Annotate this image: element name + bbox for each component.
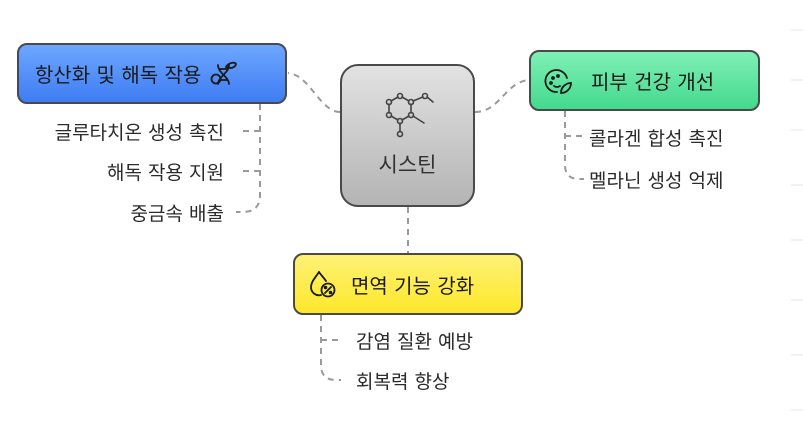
skin-label: 피부 건강 개선 <box>591 70 715 94</box>
skin-leaf-1: 콜라겐 합성 촉진 <box>589 128 724 150</box>
detox-leaf-1: 글루타치온 생성 촉진 <box>54 122 224 144</box>
edge-ticks <box>791 29 803 411</box>
dna-leaf-icon <box>209 59 239 89</box>
immune-leaf-1: 감염 질환 예방 <box>356 331 473 353</box>
skin-leaf-2: 멜라닌 생성 억제 <box>589 170 724 192</box>
immune-label: 면역 기능 강화 <box>351 273 475 298</box>
molecule-icon <box>380 92 436 143</box>
center-node[interactable]: 시스틴 <box>340 64 475 207</box>
skin-face-icon <box>543 66 573 96</box>
skin-node[interactable]: 피부 건강 개선 <box>529 50 760 111</box>
detox-leaf-2: 해독 작용 지원 <box>107 162 224 184</box>
detox-node[interactable]: 항산화 및 해독 작용 <box>17 43 287 104</box>
drop-percent-icon <box>307 269 337 299</box>
immune-node[interactable]: 면역 기능 강화 <box>293 253 523 315</box>
detox-leaf-3: 중금속 배출 <box>130 203 224 225</box>
center-label: 시스틴 <box>378 153 437 177</box>
immune-leaf-2: 회복력 향상 <box>356 371 450 393</box>
detox-label: 항산화 및 해독 작용 <box>35 63 202 87</box>
